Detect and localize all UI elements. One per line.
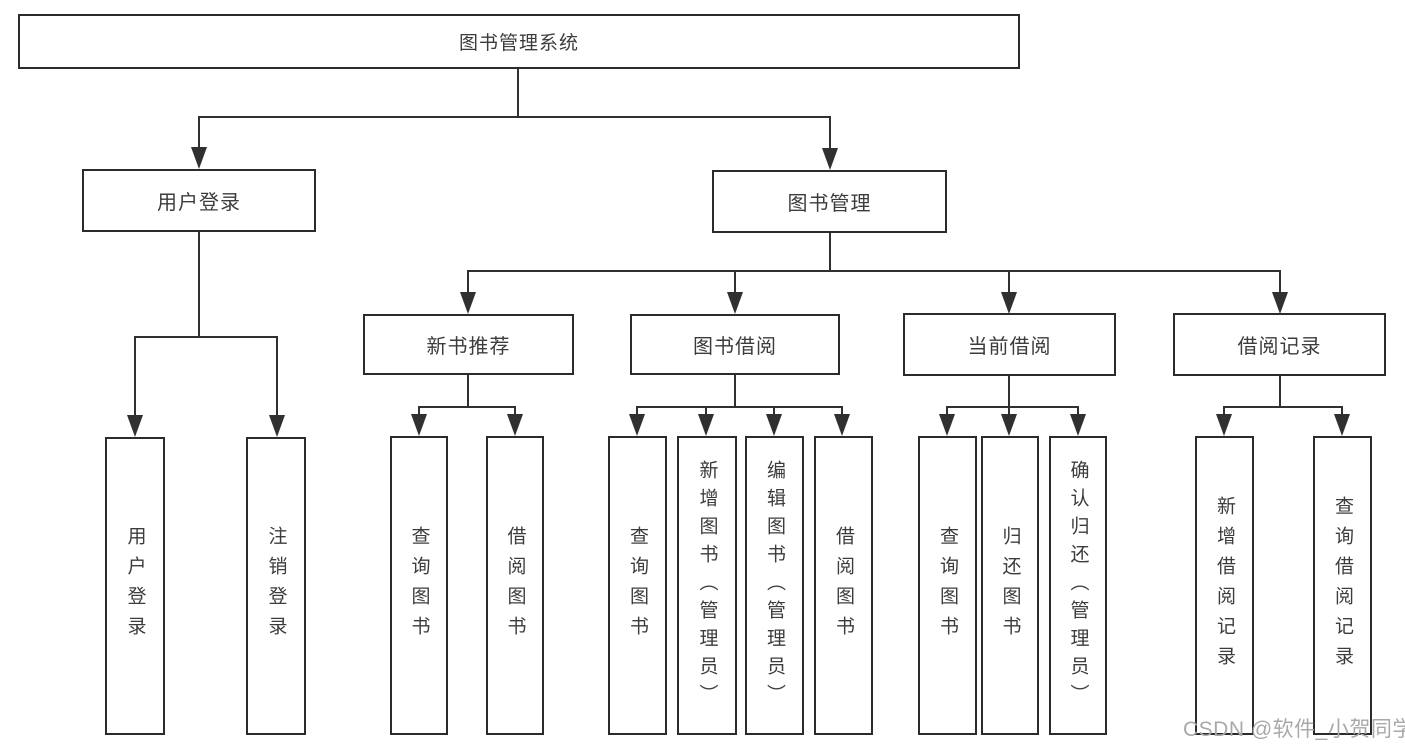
leaf-confirm-return-admin-label: 确认归还（管理员） [1067,459,1089,712]
arrowhead-icon [1070,414,1086,436]
node-current-borrow: 当前借阅 [903,313,1116,376]
connector-line [946,406,1079,408]
node-user-login: 用户登录 [82,169,316,232]
arrowhead-icon [727,292,743,314]
node-root: 图书管理系统 [18,14,1020,69]
connector-line [198,116,831,118]
csdn-watermark: CSDN @软件_小贺同学 [1183,718,1405,741]
connector-line [829,233,831,272]
arrowhead-icon [1001,414,1017,436]
leaf-logout: 注销登录 [246,437,306,735]
node-current-borrow-label: 当前借阅 [967,336,1052,358]
node-book-management: 图书管理 [712,170,947,233]
connector-line [829,116,831,150]
arrowhead-icon [629,414,645,436]
connector-line [734,270,736,294]
leaf-user-login-label: 用户登录 [124,526,146,646]
arrowhead-icon [1272,292,1288,314]
node-new-book-recommend-label: 新书推荐 [426,336,511,358]
leaf-edit-book-admin: 编辑图书（管理员） [745,436,804,735]
arrowhead-icon [939,414,955,436]
node-book-management-label: 图书管理 [787,193,872,215]
arrowhead-icon [1216,414,1232,436]
leaf-add-book-admin: 新增图书（管理员） [677,436,737,735]
connector-line [198,232,200,338]
arrowhead-icon [834,414,850,436]
leaf-add-borrow-record: 新增借阅记录 [1195,436,1254,735]
connector-line [1223,406,1343,408]
arrowhead-icon [127,415,143,437]
arrowhead-icon [507,414,523,436]
arrowhead-icon [766,414,782,436]
connector-line [198,116,200,149]
leaf-borrow-query-book: 查询图书 [608,436,667,735]
leaf-newbook-borrow-book: 借阅图书 [486,436,544,735]
arrowhead-icon [411,414,427,436]
connector-line [467,270,1281,272]
connector-line [1077,406,1079,416]
leaf-return-book: 归还图书 [981,436,1039,735]
leaf-return-book-label: 归还图书 [999,525,1021,646]
leaf-borrow-query-book-label: 查询图书 [627,525,648,646]
node-borrow-record-label: 借阅记录 [1237,336,1322,358]
leaf-current-query-book-label: 查询图书 [937,525,958,646]
leaf-add-book-admin-label: 新增图书（管理员） [696,459,718,712]
connector-line [1008,406,1010,416]
connector-line [276,336,278,416]
arrowhead-icon [269,415,285,437]
connector-line [1341,406,1343,416]
arrowhead-icon [1334,414,1350,436]
leaf-newbook-borrow-book-label: 借阅图书 [504,525,526,646]
connector-line [514,406,516,416]
connector-line [734,375,736,408]
arrowhead-icon [191,147,207,169]
connector-line [517,69,519,118]
connector-line [1223,406,1225,416]
leaf-add-borrow-record-label: 新增借阅记录 [1214,495,1235,676]
leaf-borrow-borrow-book: 借阅图书 [814,436,873,735]
node-root-label: 图书管理系统 [458,33,579,54]
connector-line [1279,270,1281,294]
connector-line [946,406,948,416]
leaf-current-query-book: 查询图书 [918,436,977,735]
connector-line [418,406,420,416]
connector-line [418,406,516,408]
node-book-borrow-label: 图书借阅 [693,336,777,358]
connector-line [1279,376,1281,408]
arrowhead-icon [698,414,714,436]
node-new-book-recommend: 新书推荐 [363,314,574,375]
connector-line [841,406,843,416]
connector-line [1008,376,1010,408]
arrowhead-icon [822,148,838,170]
leaf-query-borrow-record: 查询借阅记录 [1313,436,1372,735]
leaf-logout-label: 注销登录 [265,526,287,646]
leaf-edit-book-admin-label: 编辑图书（管理员） [764,459,785,712]
leaf-newbook-query-book-label: 查询图书 [408,525,430,646]
connector-line [467,375,469,408]
connector-line [705,406,707,416]
arrowhead-icon [1001,292,1017,314]
connector-line [773,406,775,416]
connector-line [134,336,278,338]
connector-line [134,336,136,416]
leaf-confirm-return-admin: 确认归还（管理员） [1049,436,1107,735]
leaf-user-login: 用户登录 [105,437,165,735]
node-book-borrow: 图书借阅 [630,314,840,375]
connector-line [636,406,638,416]
connector-line [636,406,843,408]
leaf-newbook-query-book: 查询图书 [390,436,448,735]
node-borrow-record: 借阅记录 [1173,313,1386,376]
arrowhead-icon [460,292,476,314]
connector-line [467,270,469,294]
connector-line [1008,270,1010,294]
leaf-borrow-borrow-book-label: 借阅图书 [833,525,854,646]
leaf-query-borrow-record-label: 查询借阅记录 [1332,495,1353,676]
node-user-login-label: 用户登录 [157,192,241,214]
